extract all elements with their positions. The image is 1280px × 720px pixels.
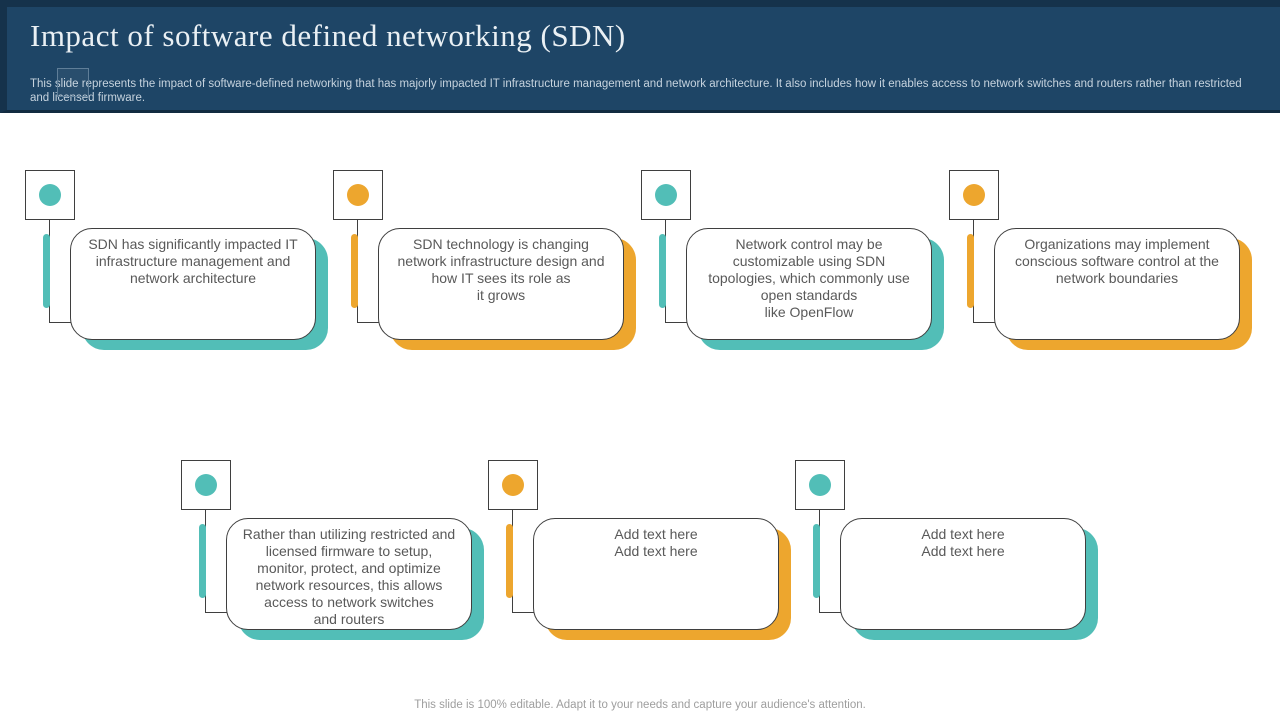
marker-box [949,170,999,220]
process-group: Add text here Add text here [795,460,1105,650]
text-card[interactable]: Add text here Add text here [533,518,779,630]
bullet-dot-icon [347,184,369,206]
connector-hline [49,322,83,323]
card-text: SDN has significantly impacted IT infras… [88,236,298,286]
process-group: Network control may be customizable usin… [641,170,951,360]
card-text: Organizations may implement conscious so… [1015,236,1219,286]
text-card[interactable]: SDN technology is changing network infra… [378,228,624,340]
process-group: SDN has significantly impacted IT infras… [25,170,335,360]
text-card[interactable]: Rather than utilizing restricted and lic… [226,518,472,630]
bullet-dot-icon [963,184,985,206]
accent-bar [967,234,974,308]
process-group: SDN technology is changing network infra… [333,170,643,360]
connector-hline [665,322,699,323]
text-card[interactable]: Add text here Add text here [840,518,1086,630]
connector-hline [973,322,1007,323]
text-card[interactable]: Network control may be customizable usin… [686,228,932,340]
marker-box [488,460,538,510]
text-card[interactable]: Organizations may implement conscious so… [994,228,1240,340]
bullet-dot-icon [195,474,217,496]
card-text: SDN technology is changing network infra… [397,236,605,303]
marker-box [641,170,691,220]
accent-bar [813,524,820,598]
accent-bar [43,234,50,308]
text-card[interactable]: SDN has significantly impacted IT infras… [70,228,316,340]
marker-box [795,460,845,510]
accent-bar [199,524,206,598]
slide-title[interactable]: Impact of software defined networking (S… [30,18,626,53]
accent-bar [659,234,666,308]
connector-hline [205,612,239,613]
card-text: Add text here Add text here [921,526,1005,559]
header-bar [0,0,1280,113]
connector-hline [819,612,853,613]
marker-box [25,170,75,220]
accent-bar [506,524,513,598]
bullet-dot-icon [809,474,831,496]
footer-note[interactable]: This slide is 100% editable. Adapt it to… [414,699,866,711]
accent-bar [351,234,358,308]
card-text: Add text here Add text here [614,526,698,559]
slide-subtitle[interactable]: This slide represents the impact of soft… [30,78,1242,104]
card-text: Rather than utilizing restricted and lic… [242,526,456,627]
bullet-dot-icon [502,474,524,496]
process-group: Organizations may implement conscious so… [949,170,1259,360]
connector-hline [512,612,546,613]
card-text: Network control may be customizable usin… [708,236,910,320]
marker-box [333,170,383,220]
marker-box [181,460,231,510]
bullet-dot-icon [655,184,677,206]
placeholder-artifact-box [57,68,89,97]
bullet-dot-icon [39,184,61,206]
process-group: Add text here Add text here [488,460,798,650]
process-group: Rather than utilizing restricted and lic… [181,460,491,650]
connector-hline [357,322,391,323]
